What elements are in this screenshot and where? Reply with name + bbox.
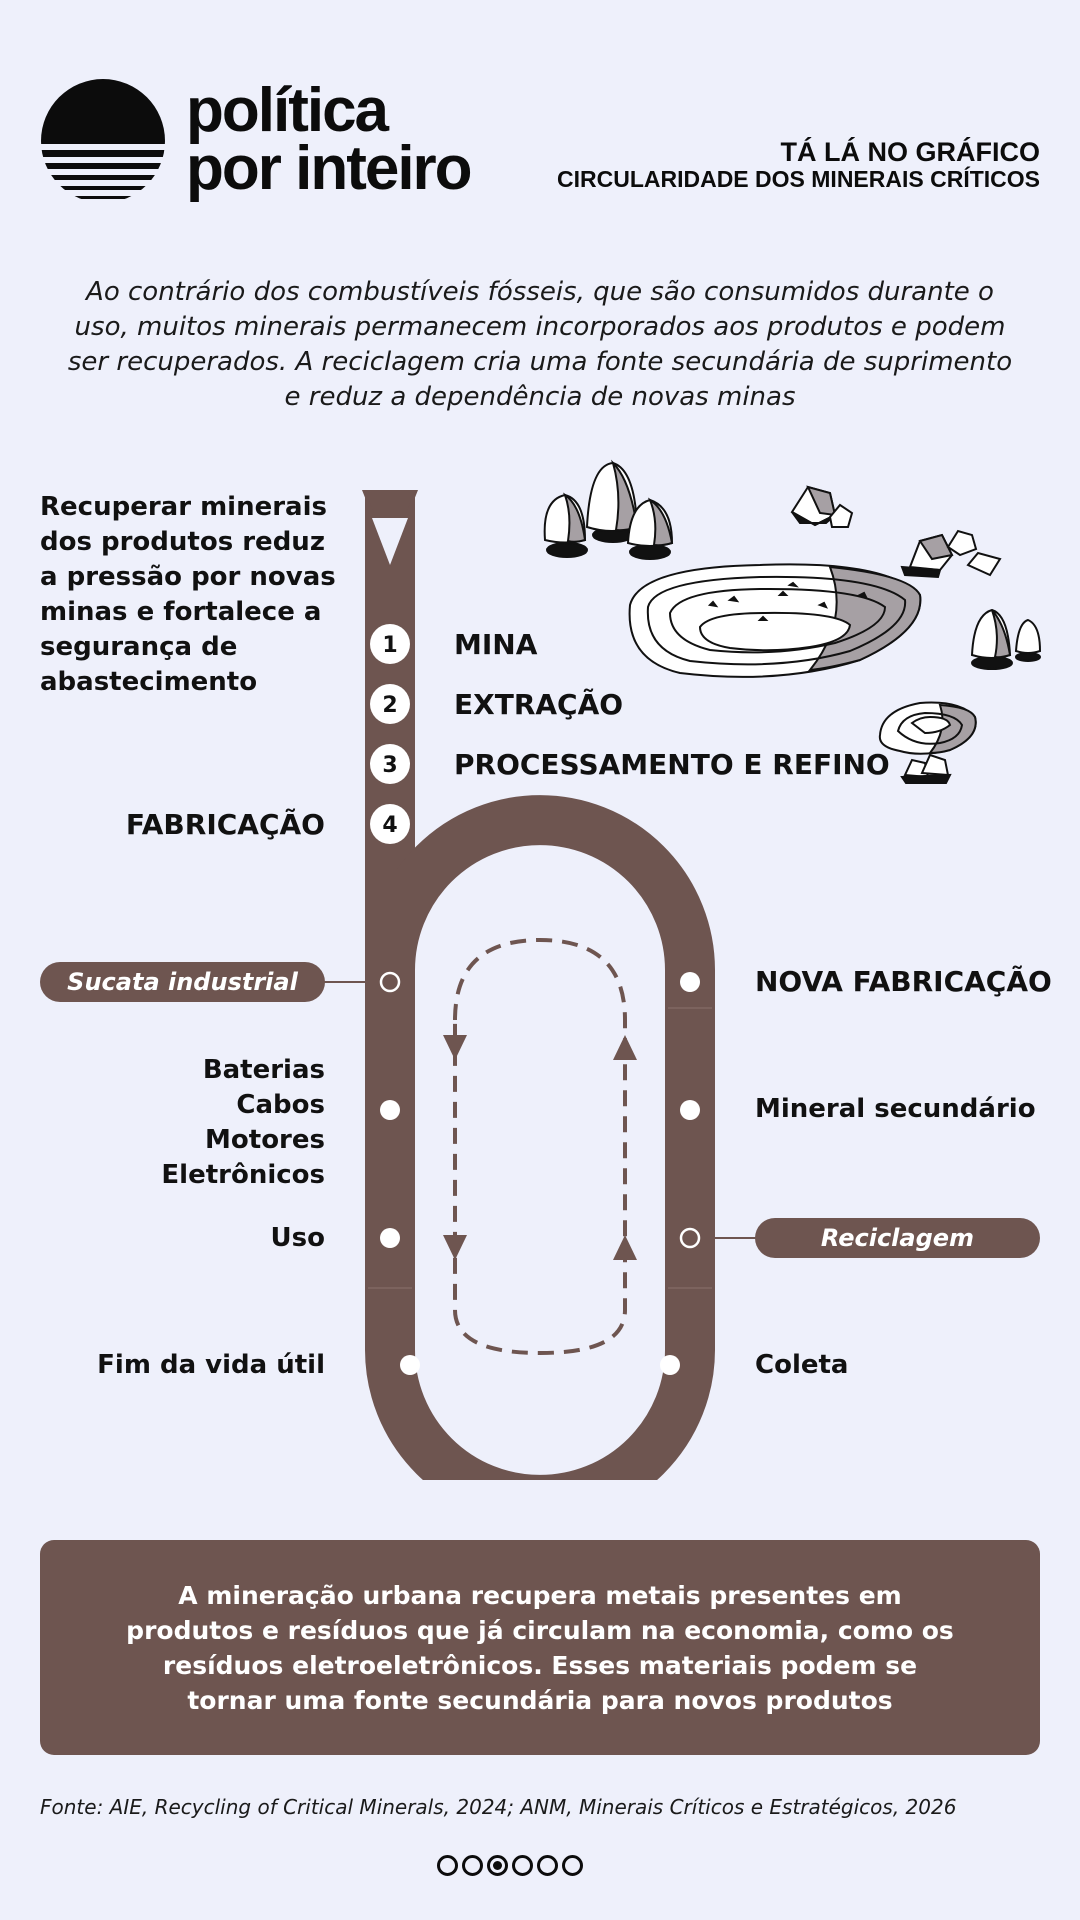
- product-list: Baterias Cabos Motores Eletrônicos: [161, 1053, 325, 1193]
- page-title: CIRCULARIDADE DOS MINERAIS CRÍTICOS: [556, 166, 1040, 192]
- recycling-pill: Reciclagem: [755, 1218, 1040, 1258]
- cycle-nodes: [323, 971, 760, 1375]
- summary-box: A mineração urbana recupera metais prese…: [40, 1540, 1040, 1755]
- product-baterias: Baterias: [202, 1055, 325, 1085]
- sunset-logo-icon: [41, 79, 165, 199]
- page-dot-5[interactable]: [537, 1855, 558, 1876]
- summary-text: A mineração urbana recupera metais prese…: [126, 1580, 954, 1715]
- page-dot-1[interactable]: [437, 1855, 458, 1876]
- product-eletronicos: Eletrônicos: [161, 1160, 325, 1190]
- step-label-mina: MINA: [454, 628, 538, 661]
- brand-name-line1: política: [186, 76, 389, 145]
- step-label-processamento: PROCESSAMENTO E REFINO: [454, 748, 890, 781]
- step-number-4: 4: [382, 813, 397, 838]
- brand-name-line2: por inteiro: [186, 134, 473, 203]
- inner-cycle-arrows: [453, 937, 627, 1356]
- mining-illustration: [543, 459, 1042, 784]
- collection-label: Coleta: [755, 1350, 849, 1380]
- step-label-fabricacao: FABRICAÇÃO: [125, 808, 325, 841]
- source-note: Fonte: AIE, Recycling of Critical Minera…: [40, 1795, 957, 1819]
- page-dot-6[interactable]: [562, 1855, 583, 1876]
- stem-arrow-notch: [372, 518, 408, 565]
- side-note: Recuperar minerais dos produtos reduz a …: [40, 492, 336, 697]
- step-number-2: 2: [382, 693, 397, 718]
- mine-pit-icon: [628, 563, 922, 678]
- page-dot-4[interactable]: [512, 1855, 533, 1876]
- loop-ring: [365, 795, 715, 1480]
- rock-cluster-icon: [543, 459, 674, 560]
- use-label: Uso: [270, 1223, 325, 1253]
- step-markers: 1 2 3 4: [370, 624, 410, 844]
- product-motores: Motores: [205, 1125, 325, 1155]
- end-of-life-label: Fim da vida útil: [97, 1350, 325, 1380]
- page-dot-3[interactable]: [487, 1855, 508, 1876]
- page-dot-2[interactable]: [462, 1855, 483, 1876]
- industrial-scrap-pill: Sucata industrial: [40, 962, 325, 1002]
- crystal-ore-icon: [790, 485, 1042, 784]
- step-number-1: 1: [382, 633, 397, 658]
- secondary-mineral-label: Mineral secundário: [755, 1094, 1036, 1124]
- step-number-3: 3: [382, 753, 397, 778]
- step-label-extracao: EXTRAÇÃO: [454, 688, 624, 721]
- pagination-dots: [437, 1855, 583, 1876]
- new-manufacturing-label: NOVA FABRICAÇÃO: [755, 965, 1052, 998]
- section-tag: TÁ LÁ NO GRÁFICO: [780, 137, 1040, 167]
- product-cabos: Cabos: [236, 1090, 325, 1120]
- intro-text: Ao contrário dos combustíveis fósseis, q…: [67, 277, 1013, 412]
